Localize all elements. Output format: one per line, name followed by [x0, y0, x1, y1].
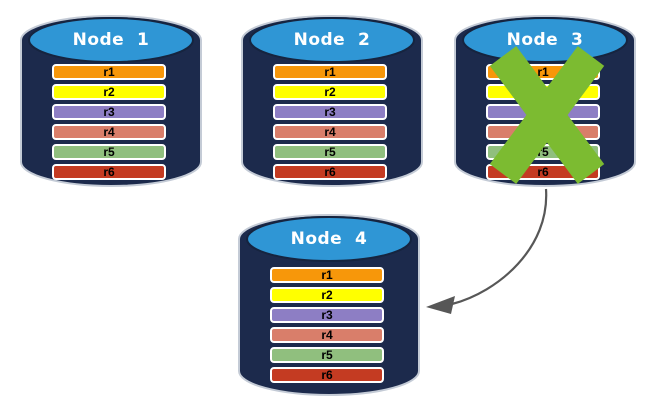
node-title: Node 4 [290, 229, 368, 249]
replica-row-list: r1 r2 r3 r4 r5 r6 [52, 64, 166, 184]
replica-row: r1 [273, 64, 387, 80]
node-2: Node 2 r1 r2 r3 r4 r5 r6 [240, 12, 424, 190]
replica-row: r4 [486, 124, 600, 140]
replica-row: r5 [270, 347, 384, 363]
replica-row: r2 [270, 287, 384, 303]
replica-row: r3 [52, 104, 166, 120]
replica-row: r6 [486, 164, 600, 180]
replication-arrow [426, 188, 548, 314]
replica-row: r2 [486, 84, 600, 100]
replica-row: r4 [52, 124, 166, 140]
replica-row: r3 [270, 307, 384, 323]
replica-row: r5 [52, 144, 166, 160]
node-title: Node 3 [506, 30, 584, 50]
replica-row-list: r1 r2 r3 r4 r5 r6 [486, 64, 600, 184]
replica-row: r3 [273, 104, 387, 120]
replica-row: r3 [486, 104, 600, 120]
replica-row: r4 [270, 327, 384, 343]
replica-row: r5 [486, 144, 600, 160]
replica-row-list: r1 r2 r3 r4 r5 r6 [273, 64, 387, 184]
node-1: Node 1 r1 r2 r3 r4 r5 r6 [19, 12, 203, 190]
replica-row: r1 [270, 267, 384, 283]
replica-row: r1 [52, 64, 166, 80]
database-cylinder-icon [241, 15, 423, 187]
replica-row-list: r1 r2 r3 r4 r5 r6 [270, 267, 384, 387]
replica-row: r6 [273, 164, 387, 180]
replica-row: r1 [486, 64, 600, 80]
node-3: Node 3 r1 r2 r3 r4 r5 r6 [453, 12, 637, 190]
replica-row: r2 [52, 84, 166, 100]
replica-row: r5 [273, 144, 387, 160]
database-cylinder-icon [20, 15, 202, 187]
replica-row: r4 [273, 124, 387, 140]
replica-row: r6 [52, 164, 166, 180]
replica-row: r6 [270, 367, 384, 383]
arrowhead-icon [426, 296, 455, 314]
node-title: Node 2 [293, 30, 371, 50]
node-4: Node 4 r1 r2 r3 r4 r5 r6 [237, 211, 421, 399]
replica-row: r2 [273, 84, 387, 100]
node-title: Node 1 [72, 30, 150, 50]
